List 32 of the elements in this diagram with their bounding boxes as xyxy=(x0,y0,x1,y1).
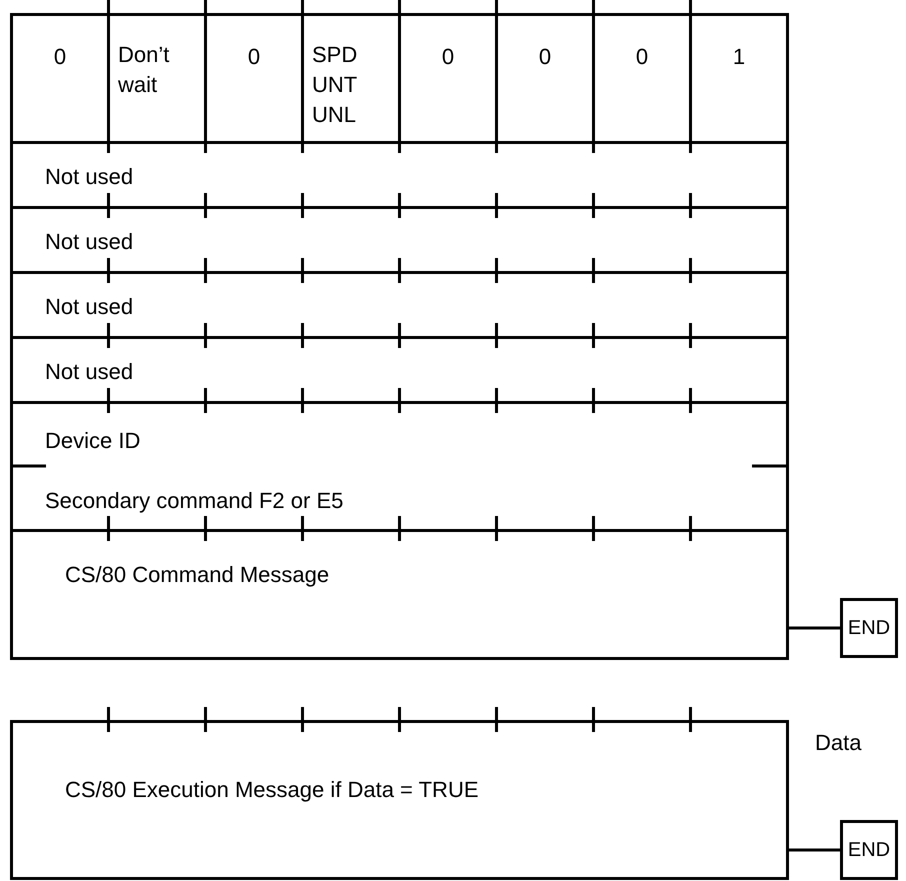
message-row xyxy=(10,720,789,880)
byte-row xyxy=(10,336,789,404)
bit-label: SPD UNT UNL xyxy=(312,41,358,129)
row-label: Not used xyxy=(45,163,134,191)
message-label: CS/80 Execution Message if Data = TRUE xyxy=(65,776,480,804)
byte-row xyxy=(10,401,789,532)
bit-value: 0 xyxy=(248,43,260,71)
message-label: CS/80 Command Message xyxy=(65,561,330,589)
byte-row xyxy=(10,206,789,274)
bit-value: 0 xyxy=(54,43,66,71)
row-label: Secondary command F2 or E5 xyxy=(45,487,344,515)
bit-value: 0 xyxy=(636,43,648,71)
byte-row xyxy=(10,141,789,209)
bit-value: 0 xyxy=(442,43,454,71)
connector-line xyxy=(789,848,840,852)
row-label: Not used xyxy=(45,228,134,256)
end-label: END xyxy=(848,616,890,641)
bit-value: 0 xyxy=(538,43,552,71)
bit-value: 1 xyxy=(732,43,746,71)
bit-cell xyxy=(689,13,789,144)
row-label: Not used xyxy=(45,358,134,386)
signal-label: Data xyxy=(815,729,862,757)
end-box xyxy=(840,820,898,880)
message-row xyxy=(10,529,789,660)
row-label: Not used xyxy=(45,293,134,321)
byte-row xyxy=(10,271,789,339)
connector-line xyxy=(789,626,840,630)
end-label: END xyxy=(848,838,890,863)
row-label: Device ID xyxy=(45,427,142,455)
bit-cell xyxy=(10,13,110,144)
end-box xyxy=(840,598,898,658)
bit-label: Don’t wait xyxy=(118,41,170,99)
